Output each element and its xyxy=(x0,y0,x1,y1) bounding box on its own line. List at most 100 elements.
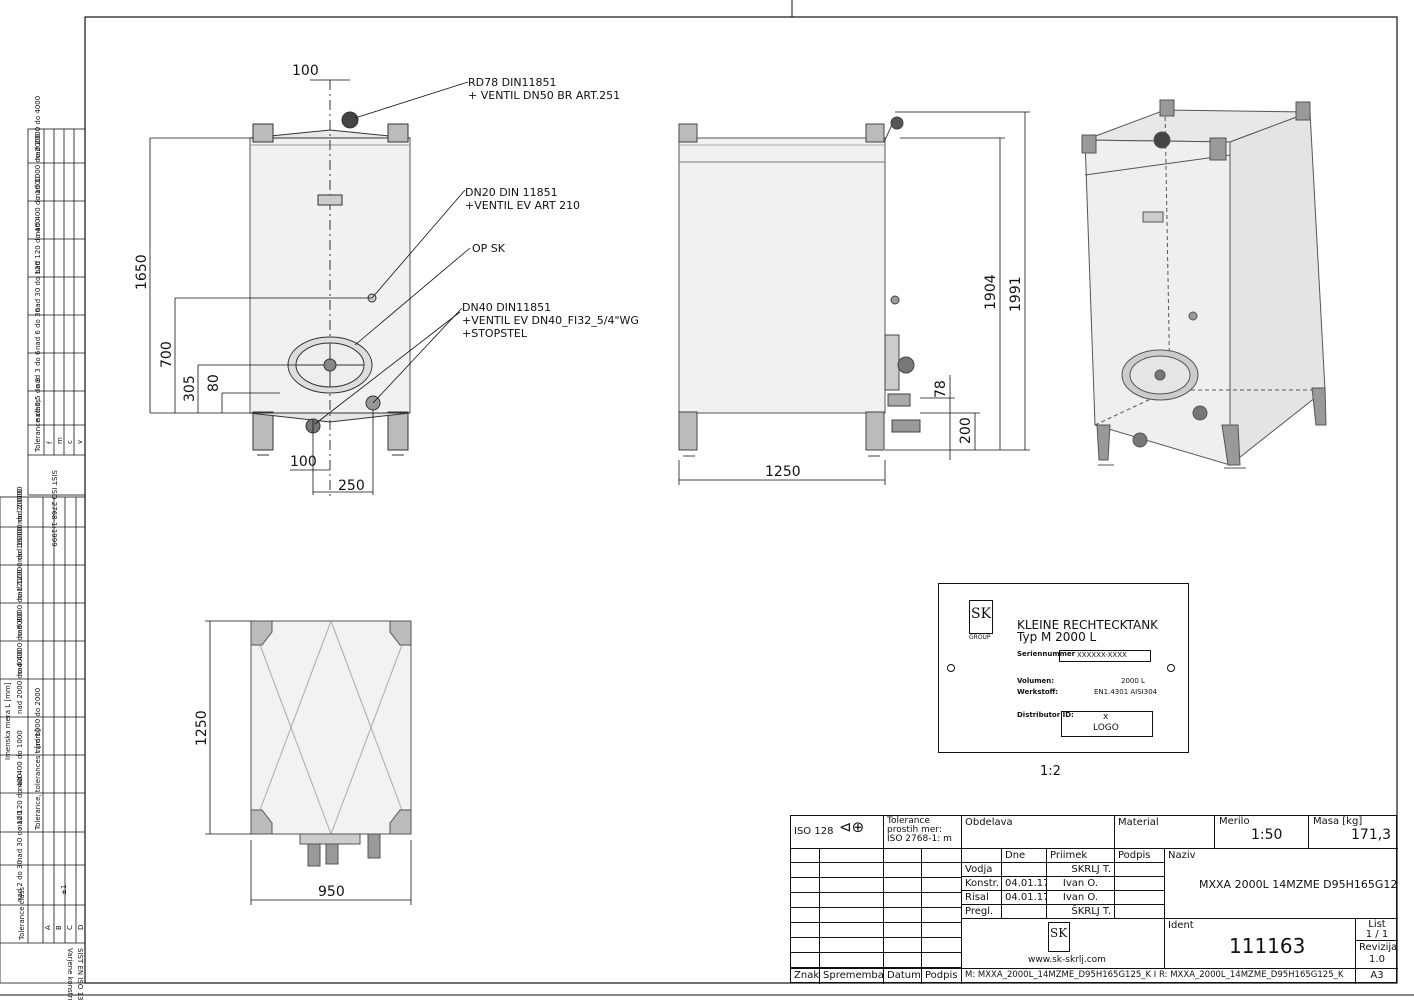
tolerance-upper-labels: Tolerance class f m c v nad 0,5 do 3 nad… xyxy=(34,96,84,547)
tb-website: www.sk-skrlj.com xyxy=(1028,955,1106,965)
tol-upper-class-m: m xyxy=(56,437,64,444)
side-dimension-labels: 1250 78 200 1904 1991 xyxy=(765,274,1024,480)
tol-lower-standard-l2: Varjene konstrukcije xyxy=(66,948,74,1000)
tb-material-cell: Material xyxy=(1114,816,1214,848)
tb-hdr-podpis: Podpis xyxy=(1118,850,1151,861)
tb-naziv: MXXA 2000L 14MZME D95H165G125 K xyxy=(1199,878,1398,891)
plate-hole-left xyxy=(947,664,955,672)
tol-upper-range-5: nad 400 do 1000 xyxy=(34,176,42,236)
plate-hole-right xyxy=(1167,664,1175,672)
tb-row2-date: 04.01.17 xyxy=(1005,892,1046,903)
tb-row1-name: Ivan O. xyxy=(1062,878,1099,889)
tb-tolerance-l2: prostih mer: xyxy=(887,825,942,835)
plate-volume-label: Volumen: xyxy=(1017,677,1055,685)
tb-row2-name: Ivan O. xyxy=(1062,892,1099,903)
tol-lower-range-2: nad 120 do 400 xyxy=(16,774,24,829)
plate-scale: 1:2 xyxy=(1040,764,1061,779)
tb-row0-name-cell: SKRLJ T. xyxy=(1046,862,1114,876)
tb-tolerance-l1: Tolerance xyxy=(887,816,930,826)
plate-distributor-box xyxy=(1061,711,1153,737)
tb-row3-name-cell: ŠKRLJ T. xyxy=(1046,904,1114,918)
dim-front-100-top: 100 xyxy=(292,63,319,79)
tb-row3-name: ŠKRLJ T. xyxy=(1071,906,1111,917)
dim-front-250: 250 xyxy=(338,478,365,494)
tb-row0-role-cell: Vodja xyxy=(961,862,1001,876)
dim-side-1904: 1904 xyxy=(983,274,999,310)
plate-logo: SK xyxy=(971,606,992,622)
tb-logo-text: SK xyxy=(1050,926,1068,940)
isometric-view xyxy=(1081,99,1327,469)
tb-revizija-cell: Revizija 1.0 xyxy=(1355,940,1398,968)
tol-lower-pm1: ±1 xyxy=(60,885,68,895)
tb-row2-name-cell: Ivan O. xyxy=(1046,890,1114,904)
dim-top-950: 950 xyxy=(318,884,345,900)
top-dimension-labels: 1250 950 xyxy=(194,710,345,900)
dim-side-1250: 1250 xyxy=(765,464,801,480)
tol-lower-range-5: nad 2000 do 4000 xyxy=(16,650,24,714)
tol-upper-range-3: nad 30 do 120 xyxy=(34,261,42,312)
dim-front-1650: 1650 xyxy=(134,254,150,290)
tb-row0-name: SKRLJ T. xyxy=(1071,864,1111,875)
dim-side-78: 78 xyxy=(933,380,949,398)
tolerance-table-lower xyxy=(0,496,86,984)
tb-row3-role: Pregl. xyxy=(965,906,994,917)
tol-lower-class-a: A xyxy=(44,925,52,930)
tb-ident-cell: Ident 111163 xyxy=(1164,918,1355,968)
dim-front-100-bottom: 100 xyxy=(290,454,317,470)
callout-rd78-l1: RD78 DIN11851 xyxy=(468,76,557,89)
tol-lower-header: Imenska mera L [mm] xyxy=(4,682,12,760)
plate-volume-value: 2000 L xyxy=(1121,677,1145,685)
tol-lower-range-1: nad 30 do 120 xyxy=(16,811,24,862)
tolerance-table-upper xyxy=(27,128,86,496)
tb-tolerance-l3: ISO 2768-1: m xyxy=(887,834,952,844)
tol-upper-range-0: nad 0,5 do 3 xyxy=(34,378,42,422)
front-callouts: RD78 DIN11851 + VENTIL DN50 BR ART.251 D… xyxy=(462,76,639,340)
tb-row0-role: Vodja xyxy=(965,864,993,875)
tol-lower-range-0: nad 2 do 30 xyxy=(16,860,24,902)
tol-lower-standard-l1: SIST EN ISO 13920:1998 xyxy=(76,948,84,1000)
callout-dn20-l1: DN20 DIN 11851 xyxy=(465,186,558,199)
tb-hdr-podpis-cell: Podpis xyxy=(1114,848,1164,862)
tb-iso: ISO 128 xyxy=(794,826,834,837)
tol-lower-range-3: nad 400 do 1000 xyxy=(16,730,24,790)
company-logo xyxy=(1048,922,1070,952)
tb-row1-date-cell: 04.01.17 xyxy=(1001,876,1046,890)
side-view xyxy=(678,116,921,457)
tol-upper-class-f: f xyxy=(46,441,54,444)
tol-lower-range-6: nad 4000 do 8000 xyxy=(16,612,24,676)
tol-lower-class-c: C xyxy=(66,925,74,930)
tb-row1-role: Konstr. xyxy=(965,878,1000,889)
tb-row2-date-cell: 04.01.17 xyxy=(1001,890,1046,904)
callout-dn40-l1: DN40 DIN11851 xyxy=(462,301,551,314)
tb-iso-cell: ISO 128 ⊲⊕ xyxy=(791,816,883,848)
tb-row1-name-cell: Ivan O. xyxy=(1046,876,1114,890)
tb-row0-date-cell xyxy=(1001,862,1046,876)
tb-row3-role-cell: Pregl. xyxy=(961,904,1001,918)
side-dimensions xyxy=(678,111,1030,485)
plate-serial-box xyxy=(1059,650,1151,662)
plate-logo-sub: GROUP xyxy=(969,634,991,641)
tb-ident-label: Ident xyxy=(1168,920,1194,931)
name-plate: SK GROUP KLEINE RECHTECKTANK Typ M 2000 … xyxy=(938,583,1189,753)
callout-rd78-l2: + VENTIL DN50 BR ART.251 xyxy=(468,89,620,102)
tb-naziv-cell: Naziv MXXA 2000L 14MZME D95H165G125 K xyxy=(1164,848,1398,918)
tb-podpis: Podpis xyxy=(925,970,958,981)
dim-front-305: 305 xyxy=(182,375,198,402)
tb-rev-lines xyxy=(791,848,961,968)
tol-lower-range-4: nad 1000 do 2000 xyxy=(34,688,42,752)
dim-top-1250: 1250 xyxy=(194,710,210,746)
tb-masa-label: Masa [kg] xyxy=(1313,816,1363,827)
tb-row0-sign xyxy=(1114,862,1164,876)
tb-hdr-priimek-cell: Priimek xyxy=(1046,848,1114,862)
tb-list-label: List xyxy=(1368,919,1386,930)
tb-row2-sign xyxy=(1114,890,1164,904)
tb-merilo-cell: Merilo 1:50 xyxy=(1214,816,1308,848)
tb-row2-role: Risal xyxy=(965,892,989,903)
tb-row1-role-cell: Konstr. xyxy=(961,876,1001,890)
tol-lower-range-7: nad 8000 do 12000 xyxy=(16,569,24,638)
plate-distributor-label: Distributor ID: xyxy=(1017,711,1074,719)
dim-side-1991: 1991 xyxy=(1008,276,1024,312)
tb-list: 1 / 1 xyxy=(1365,929,1389,940)
front-view xyxy=(249,80,411,500)
